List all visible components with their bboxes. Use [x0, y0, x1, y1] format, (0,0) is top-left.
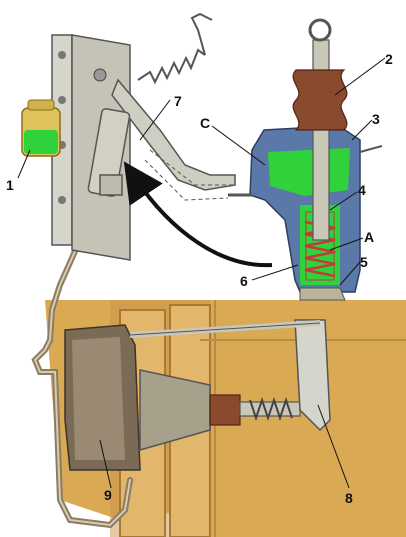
callout-9: 9 — [104, 487, 112, 503]
callout-4: 4 — [358, 182, 366, 198]
clutch-pedal — [111, 78, 236, 201]
callout-c: C — [200, 115, 211, 131]
detail-arrow — [123, 161, 273, 268]
callout-6: 6 — [240, 273, 248, 289]
callout-8: 8 — [345, 490, 353, 506]
hydraulic-line — [31, 197, 133, 529]
clutch-housing — [64, 324, 211, 471]
leader-lines — [17, 57, 386, 489]
callout-2: 2 — [385, 51, 393, 67]
fluid-reservoir — [21, 99, 61, 157]
callout-1: 1 — [6, 177, 14, 193]
callout-3: 3 — [372, 111, 380, 127]
callout-7: 7 — [174, 93, 182, 109]
master-cylinder — [87, 108, 131, 197]
master-cylinder-cutaway — [228, 18, 383, 301]
callout-a: A — [364, 229, 375, 245]
pedal-return-spring — [137, 12, 213, 85]
callout-5: 5 — [360, 254, 368, 270]
